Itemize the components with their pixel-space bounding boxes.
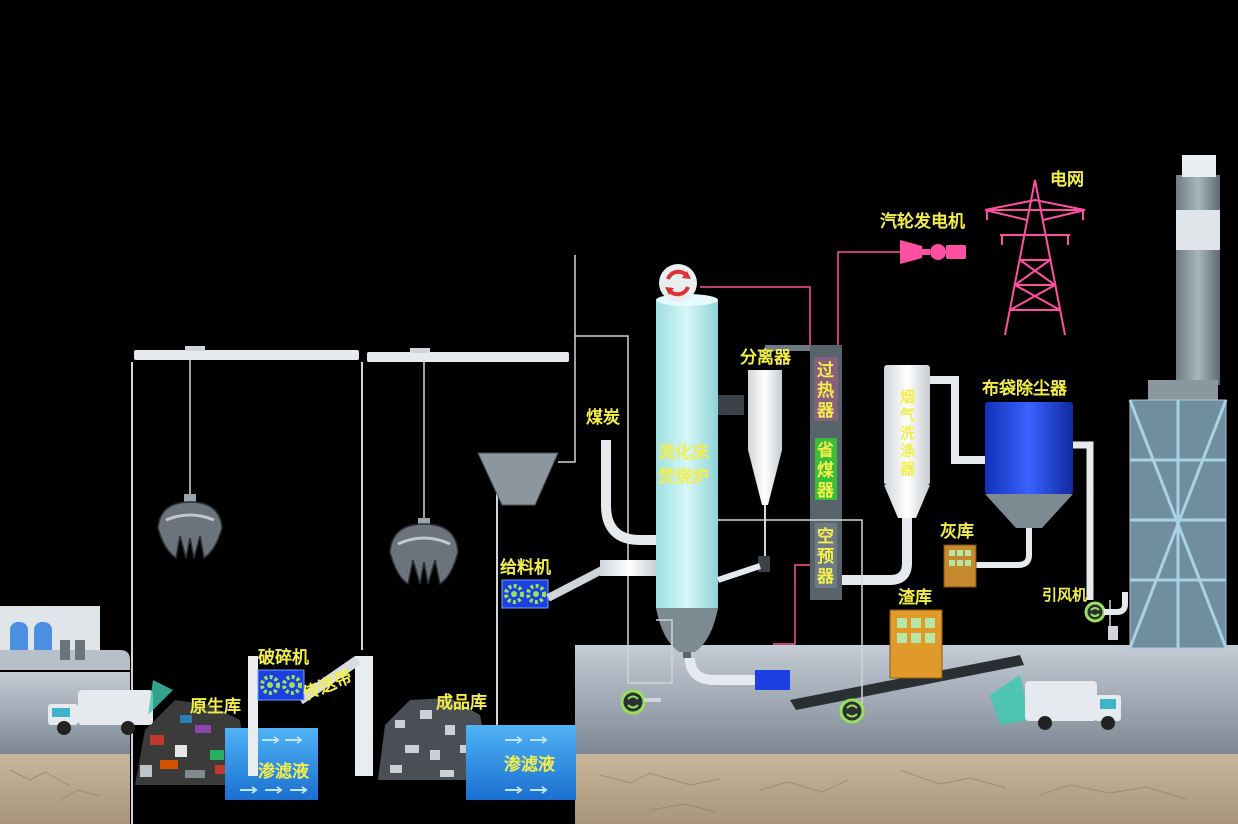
label-crusher: 破碎机 xyxy=(258,647,309,668)
fan-icon xyxy=(620,689,661,715)
bag-filter-dust-collector xyxy=(975,402,1094,600)
label-turbine-generator: 汽轮发电机 xyxy=(880,211,965,232)
label-ash-storage: 灰库 xyxy=(940,521,974,542)
truck-icon xyxy=(48,680,173,735)
label-slag-storage: 渣库 xyxy=(898,587,932,608)
label-furnace-line2: 焚烧炉 xyxy=(657,466,709,487)
crane-rail-2 xyxy=(367,348,569,362)
sorting-facility xyxy=(0,606,130,670)
label-induced-fan: 引风机 xyxy=(1042,586,1087,604)
label-bag-filter: 布袋除尘器 xyxy=(982,378,1068,399)
fan-icon xyxy=(839,698,865,724)
gear-icon xyxy=(526,584,546,604)
crane-rail-1 xyxy=(134,346,359,360)
label-leachate-2: 渗滤液 xyxy=(504,754,555,775)
cyclone-separator xyxy=(717,370,782,583)
truck-icon xyxy=(990,675,1121,730)
label-economizer-1: 省 xyxy=(816,440,834,461)
label-scrubber-3: 洗 xyxy=(900,424,915,442)
grab-bucket-icon xyxy=(389,518,459,586)
label-air-preheater-3: 器 xyxy=(816,567,835,587)
leachate-tank-1 xyxy=(225,728,318,800)
cycle-icon xyxy=(659,264,697,302)
label-power-grid: 电网 xyxy=(1050,169,1084,190)
label-feeder: 给料机 xyxy=(500,557,551,578)
label-coal: 煤炭 xyxy=(586,407,620,428)
crusher xyxy=(257,669,305,701)
label-scrubber-4: 涤 xyxy=(900,442,915,460)
label-superheater-2: 热 xyxy=(817,380,834,401)
label-furnace-line1: 流化床 xyxy=(658,442,710,463)
sensor-box xyxy=(1108,626,1118,640)
label-leachate-1: 渗滤液 xyxy=(258,761,309,782)
label-economizer-2: 煤 xyxy=(817,460,834,481)
label-separator: 分离器 xyxy=(740,347,792,368)
label-scrubber-2: 气 xyxy=(899,406,915,424)
gear-icon xyxy=(504,584,524,604)
gear-icon xyxy=(282,675,302,695)
label-superheater-1: 过 xyxy=(817,361,834,381)
label-product-storage: 成品库 xyxy=(436,692,487,713)
turbine-icon xyxy=(900,240,966,264)
label-economizer-3: 器 xyxy=(816,481,835,501)
boiler-column xyxy=(765,345,842,600)
feed-hopper xyxy=(477,255,629,683)
grab-bucket-icon xyxy=(157,494,223,560)
gear-icon xyxy=(260,675,280,695)
label-scrubber-5: 器 xyxy=(899,460,916,478)
label-superheater-3: 器 xyxy=(816,401,835,421)
induced-fan-icon xyxy=(1084,592,1128,623)
flue-gas-scrubber xyxy=(842,365,985,585)
label-air-preheater-1: 空 xyxy=(817,526,834,547)
slag-discharge xyxy=(685,657,790,690)
stack-icon xyxy=(1128,155,1228,649)
slag-storage xyxy=(889,609,943,679)
label-raw-storage: 原生库 xyxy=(190,696,241,717)
coal-chute xyxy=(601,440,658,545)
fluidized-bed-furnace xyxy=(656,294,744,658)
feeder xyxy=(501,560,658,609)
label-scrubber-1: 烟 xyxy=(900,388,915,406)
crusher-frame xyxy=(248,655,373,776)
pylon-icon xyxy=(984,179,1086,336)
leachate-tank-2 xyxy=(466,725,576,800)
process-lines xyxy=(700,251,905,645)
ash-storage xyxy=(943,544,977,588)
label-air-preheater-2: 预 xyxy=(817,547,834,567)
